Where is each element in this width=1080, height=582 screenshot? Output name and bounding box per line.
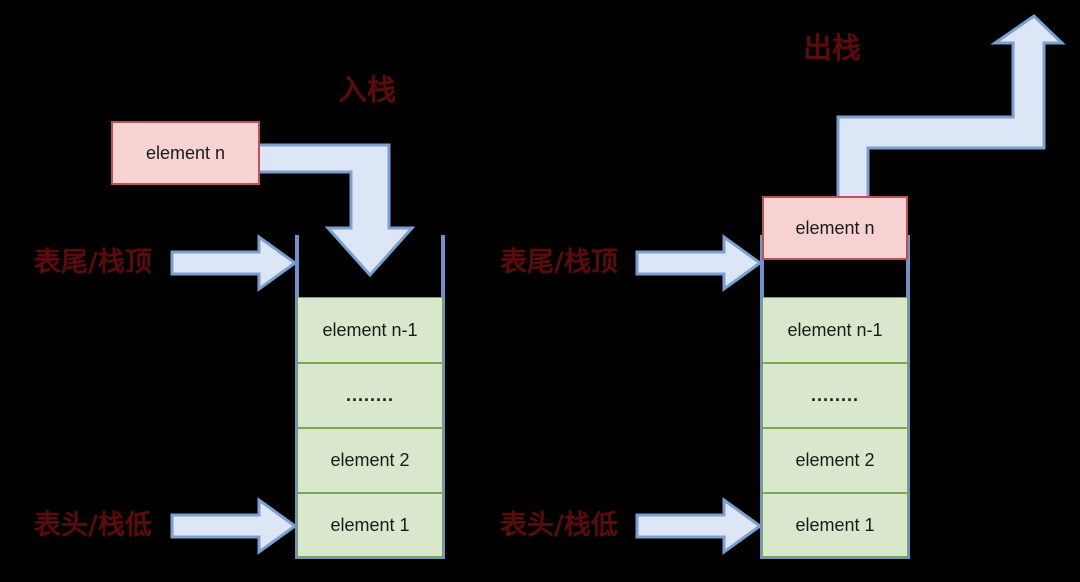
left-top-label: 表尾/栈顶 bbox=[34, 247, 152, 278]
right-bottom-pointer-arrow bbox=[635, 497, 763, 555]
left-incoming-element-box: element n bbox=[111, 121, 260, 185]
left-stack-rail-bottom bbox=[295, 555, 445, 559]
left-top-pointer-arrow bbox=[170, 234, 298, 292]
left-bottom-label: 表头/栈低 bbox=[34, 510, 152, 541]
right-stack-rail-bottom bbox=[760, 555, 910, 559]
right-outgoing-element-box: element n bbox=[762, 196, 908, 260]
left-stack-cell-0: element n-1 bbox=[297, 297, 443, 363]
right-top-pointer-arrow bbox=[635, 234, 763, 292]
right-stack-rail-right bbox=[906, 235, 910, 559]
right-bottom-label: 表头/栈低 bbox=[500, 510, 618, 541]
pop-arrow bbox=[836, 14, 1066, 200]
right-stack-cell-2: element 2 bbox=[762, 428, 908, 493]
push-arrow bbox=[256, 143, 416, 278]
push-operation-label: 入栈 bbox=[338, 73, 397, 107]
left-stack-rail-right bbox=[441, 235, 445, 559]
right-stack-cell-3: element 1 bbox=[762, 493, 908, 557]
right-stack-cell-0: element n-1 bbox=[762, 297, 908, 363]
left-stack-cell-2: element 2 bbox=[297, 428, 443, 493]
left-bottom-pointer-arrow bbox=[170, 497, 298, 555]
right-top-label: 表尾/栈顶 bbox=[500, 247, 618, 278]
left-stack-cell-3: element 1 bbox=[297, 493, 443, 557]
left-stack-cell-1: ........ bbox=[297, 363, 443, 428]
right-stack-cell-1: ........ bbox=[762, 363, 908, 428]
pop-operation-label: 出栈 bbox=[803, 31, 862, 65]
